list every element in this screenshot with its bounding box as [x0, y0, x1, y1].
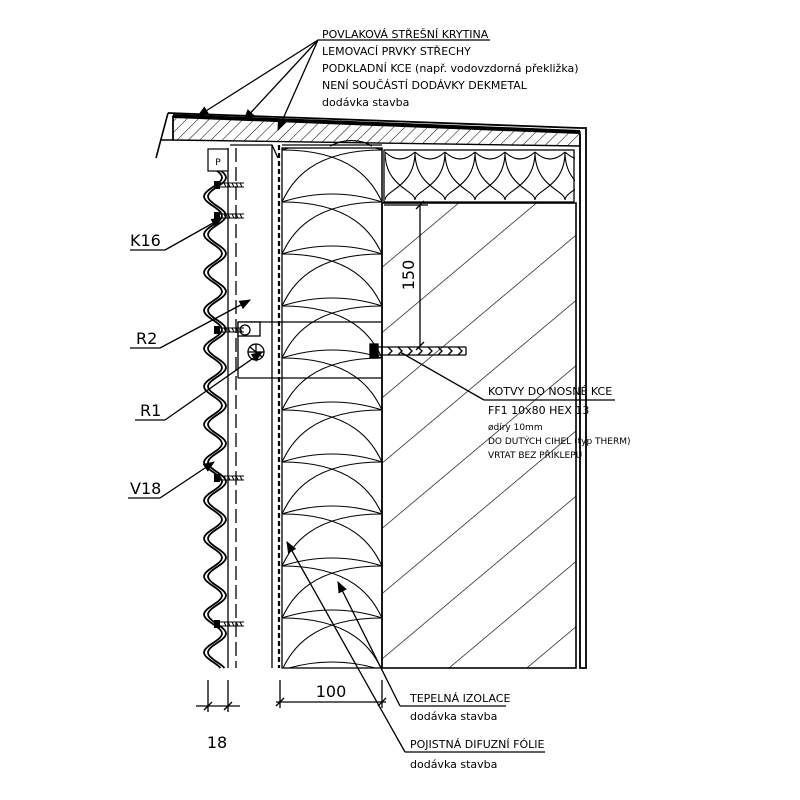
tag-p-label: P	[215, 158, 221, 168]
membrane-callout-line1: POJISTNÁ DIFUZNÍ FÓLIE	[410, 738, 544, 751]
tag-r2: R2	[136, 329, 157, 348]
screw	[214, 181, 244, 189]
screw	[214, 474, 244, 482]
wall-insulation	[281, 147, 383, 669]
roof-callout-line5: dodávka stavba	[322, 96, 409, 109]
insulation-callout-line1: TEPELNÁ IZOLACE	[409, 692, 510, 705]
screw	[214, 620, 244, 628]
membrane-callout: POJISTNÁ DIFUZNÍ FÓLIE dodávka stavba	[410, 738, 544, 771]
roof-callout-line1: POVLAKOVÁ STŘEŠNÍ KRYTINA	[322, 28, 489, 41]
dim-cladding-thickness: 18	[207, 733, 227, 752]
insulation-callout: TEPELNÁ IZOLACE dodávka stavba	[409, 692, 510, 723]
screw	[214, 326, 244, 334]
tag-v18: V18	[130, 479, 161, 498]
diffusion-membrane	[277, 145, 383, 668]
anchor-bolt	[369, 343, 467, 359]
corrugated-cladding	[203, 167, 227, 669]
tag-r1: R1	[140, 401, 161, 420]
roof-assembly	[155, 112, 587, 669]
roof-callout: POVLAKOVÁ STŘEŠNÍ KRYTINA LEMOVACÍ PRVKY…	[322, 28, 579, 109]
screw	[214, 212, 244, 220]
roof-callout-line3: PODKLADNÍ KCE (např. vodovzdorná překliž…	[322, 62, 579, 75]
anchors-callout: KOTVY DO NOSNÉ KCE FF1 10x80 HEX 13 ødír…	[488, 385, 631, 461]
anchors-callout-line2: FF1 10x80 HEX 13	[488, 404, 589, 417]
anchors-callout-line3: ødíry 10mm	[488, 423, 543, 433]
masonry-wall	[381, 202, 577, 669]
tag-k16: K16	[130, 231, 161, 250]
roof-callout-line4: NENÍ SOUČÁSTÍ DODÁVKY DEKMETAL	[322, 79, 528, 92]
membrane-callout-line2: dodávka stavba	[410, 758, 497, 771]
roof-callout-line2: LEMOVACÍ PRVKY STŘECHY	[322, 45, 471, 58]
anchors-callout-line4: DO DUTÝCH CIHEL (typ THERM)	[488, 435, 631, 447]
anchors-callout-line5: VRTAT BEZ PŘÍKLEPU	[488, 449, 582, 461]
dim-insulation-thickness: 100	[316, 682, 347, 701]
dim-anchor-depth: 150	[399, 260, 418, 291]
tag-p: P	[207, 148, 229, 172]
top-insulation	[383, 149, 575, 203]
anchors-callout-line1: KOTVY DO NOSNÉ KCE	[488, 385, 612, 398]
insulation-callout-line2: dodávka stavba	[410, 710, 497, 723]
cladding-screws	[214, 181, 244, 628]
leader-lines	[128, 39, 615, 753]
